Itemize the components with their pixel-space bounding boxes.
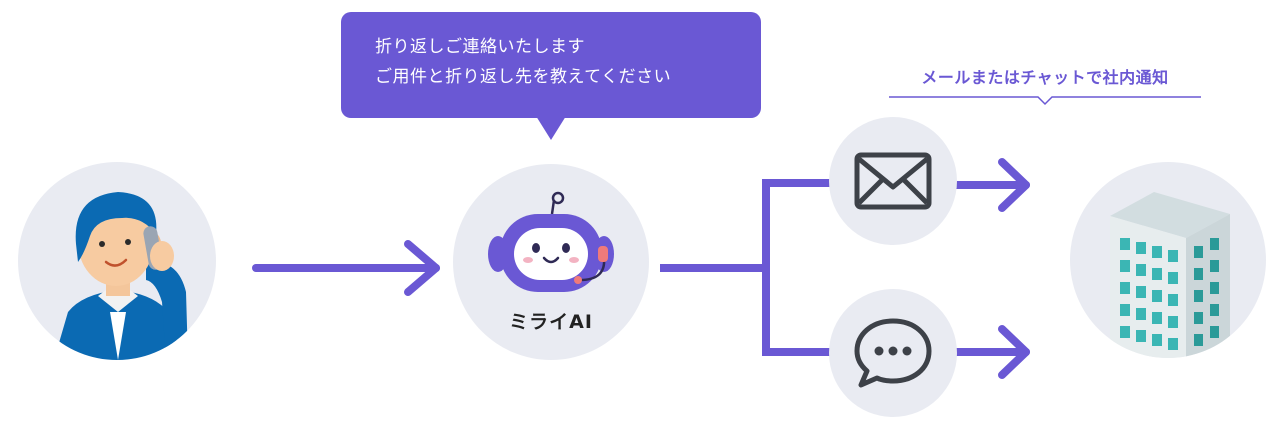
ai-product-name: ミライAI: [509, 311, 593, 333]
office-building-icon: [1110, 192, 1230, 358]
notify-label: メールまたはチャットで社内通知: [921, 68, 1169, 87]
chat-icon: [854, 318, 932, 388]
bubble-line-1: 折り返しご連絡いたします: [375, 37, 585, 57]
bubble-tail: [536, 116, 566, 140]
notify-underline: [889, 96, 1201, 106]
ai-robot-icon: [488, 191, 614, 292]
bubble-line-2: ご用件と折り返し先を教えてください: [375, 67, 672, 87]
mail-icon: [854, 152, 932, 210]
arrow-caller-to-ai: [252, 240, 440, 296]
arrow-chat-to-office: [952, 325, 1030, 379]
office-circle: [1070, 162, 1266, 358]
branch-connector: [660, 179, 834, 356]
caller-circle: [18, 162, 216, 360]
chat-circle: [829, 289, 957, 417]
mail-circle: [829, 117, 957, 245]
ai-speech-bubble: 折り返しご連絡いたします ご用件と折り返し先を教えてください: [341, 12, 761, 118]
arrow-mail-to-office: [952, 158, 1030, 212]
person-on-phone-icon: [54, 192, 188, 360]
